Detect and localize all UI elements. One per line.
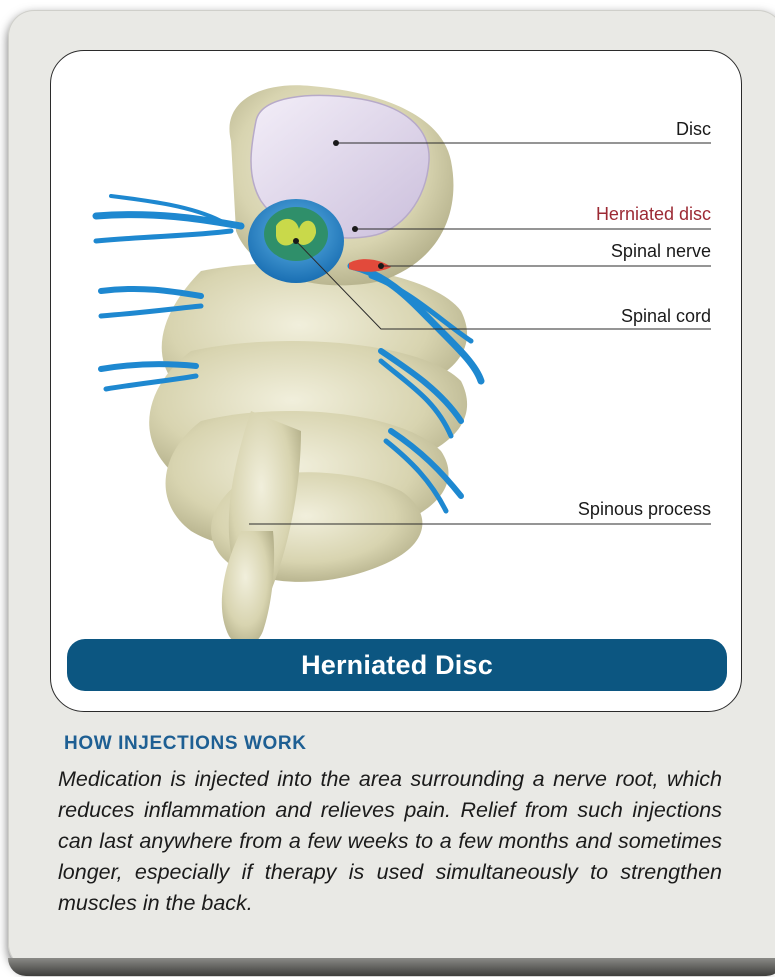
section-heading: HOW INJECTIONS WORK xyxy=(64,733,307,755)
spine-illustration xyxy=(51,51,741,711)
label-spinal-cord: Spinal cord xyxy=(621,306,711,327)
diagram-title-banner: Herniated Disc xyxy=(67,639,727,691)
label-spinous-process: Spinous process xyxy=(578,499,711,520)
diagram-frame: Disc Herniated disc Spinal nerve Spinal … xyxy=(50,50,742,712)
label-disc: Disc xyxy=(676,119,711,140)
label-spinal-nerve: Spinal nerve xyxy=(611,241,711,262)
label-herniated-disc: Herniated disc xyxy=(596,204,711,225)
card-shadow-edge xyxy=(8,958,775,976)
section-body: Medication is injected into the area sur… xyxy=(58,764,722,919)
